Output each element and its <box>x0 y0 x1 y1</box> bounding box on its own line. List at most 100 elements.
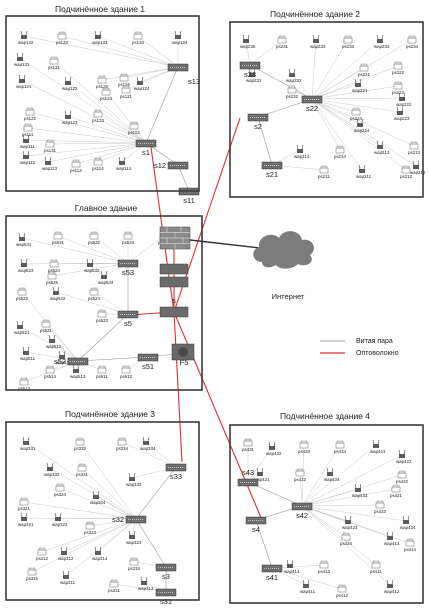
access-point-label: wap414 <box>284 569 300 574</box>
printer-label: ps124 <box>100 96 113 101</box>
twisted-pair-link <box>47 142 147 163</box>
printer-icon <box>55 483 65 492</box>
twisted-pair-link <box>23 501 137 520</box>
access-point-icon <box>396 106 404 115</box>
access-point-label: wap523 <box>18 268 34 273</box>
uplink <box>257 116 273 166</box>
access-point-label: wap133 <box>92 40 108 45</box>
switch-icon <box>67 357 89 366</box>
twisted-pair-link <box>301 444 377 507</box>
printer-icon <box>97 309 107 318</box>
access-point-label: wap132 <box>18 40 34 45</box>
twisted-pair-link <box>97 113 147 144</box>
printer-label: ps221 <box>358 72 371 77</box>
printer-label: ps133 <box>56 40 69 45</box>
building-3-frame <box>5 421 200 601</box>
printer-label: ps524 <box>88 296 101 301</box>
printer-icon <box>359 63 369 72</box>
printer-icon <box>75 437 85 446</box>
twisted-pair-link <box>51 262 129 277</box>
twisted-pair-link <box>67 115 147 144</box>
twisted-pair-link <box>29 111 147 144</box>
access-point-label: wap212 <box>410 170 426 175</box>
access-point-icon <box>326 467 334 476</box>
access-point-icon <box>94 546 102 555</box>
printer-label: ps121 <box>120 94 133 99</box>
switch-icon <box>117 259 139 268</box>
switch-label: s33 <box>170 472 182 481</box>
printer-icon <box>41 319 51 328</box>
access-point-icon <box>376 34 384 43</box>
printer-icon <box>375 500 385 509</box>
main-building-title: Главное здание <box>75 203 138 213</box>
twisted-pair-link <box>61 35 179 68</box>
printer-icon <box>45 139 55 148</box>
building-4-title: Подчинённое здание 4 <box>280 411 370 421</box>
twisted-pair-link <box>299 472 303 507</box>
switch-label: s21 <box>266 170 278 179</box>
access-point-icon <box>22 346 30 355</box>
access-point-icon <box>58 350 66 359</box>
twisted-pair-link <box>21 79 147 144</box>
twisted-pair-link <box>311 65 399 100</box>
switch-icon <box>247 113 269 122</box>
main-building-frame <box>5 215 203 391</box>
access-point-label: wap232 <box>286 78 302 83</box>
twisted-pair-link <box>311 98 363 171</box>
printer-label: ps412 <box>336 593 349 598</box>
switch-label: s4 <box>252 525 260 534</box>
printer-icon <box>123 231 133 240</box>
access-point-icon <box>296 144 304 153</box>
printer-icon <box>121 85 131 94</box>
twisted-pair-link <box>59 487 137 520</box>
access-point-icon <box>288 68 296 77</box>
twisted-pair-link <box>137 35 179 68</box>
switch-icon <box>245 516 267 525</box>
printer-label: ps431 <box>242 447 255 452</box>
printer-icon <box>97 75 107 84</box>
core-switch-label: s <box>172 296 176 305</box>
access-point-label: wap111 <box>20 144 35 149</box>
twisted-pair-link <box>271 567 343 590</box>
twisted-pair-link <box>301 505 407 522</box>
printer-label: ps233 <box>342 44 355 49</box>
access-point-label: wap513 <box>70 374 86 379</box>
access-point-icon <box>64 76 72 85</box>
access-point-label: wap532 <box>84 268 100 273</box>
twisted-pair-link <box>55 291 129 315</box>
access-point-icon <box>242 34 250 43</box>
access-point-icon <box>354 78 362 87</box>
twisted-pair-link <box>301 505 377 566</box>
access-point-icon <box>344 515 352 524</box>
switch-icon <box>301 95 323 104</box>
twisted-pair-link <box>21 237 129 264</box>
printer-label: ps532 <box>88 240 101 245</box>
printer-label: ps424 <box>340 541 353 546</box>
printer-icon <box>57 31 67 40</box>
printer-icon <box>27 567 37 576</box>
uplink <box>249 64 313 100</box>
printer-icon <box>295 468 305 477</box>
switch-label: s13 <box>188 77 200 86</box>
switch-label: s11 <box>183 196 195 205</box>
printer-icon <box>45 365 55 374</box>
switch-icon <box>117 310 139 319</box>
printer-icon <box>47 271 57 280</box>
printer-icon <box>397 470 407 479</box>
switch-label: s23 <box>244 70 256 79</box>
access-point-icon <box>372 439 380 448</box>
access-point-icon <box>248 68 256 77</box>
printer-label: ps223 <box>392 90 405 95</box>
twisted-pair-link <box>19 325 79 362</box>
access-point-icon <box>54 512 62 521</box>
printer-icon <box>101 87 111 96</box>
building-1-frame <box>5 15 200 192</box>
twisted-pair-link <box>301 472 331 507</box>
access-point-label: wap424 <box>400 525 416 530</box>
twisted-pair-link <box>311 98 401 113</box>
access-point-label: wap334 <box>140 446 156 451</box>
switch-icon <box>137 353 159 362</box>
twisted-pair-link <box>311 85 399 100</box>
twisted-pair-link <box>249 39 283 66</box>
access-point-icon <box>386 531 394 540</box>
